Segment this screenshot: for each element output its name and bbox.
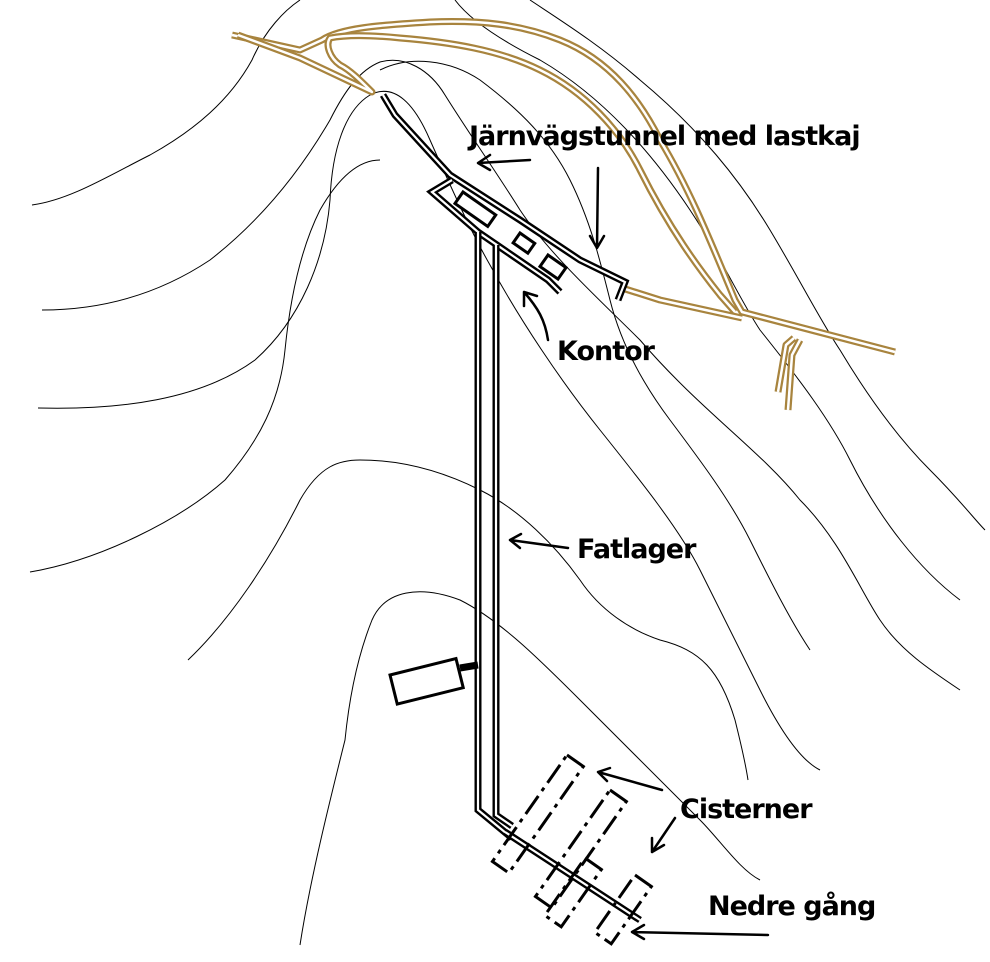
contour-line [31,0,301,206]
railway-tunnel-inner [382,94,627,301]
contour-line [379,60,811,651]
railway-branch-south-inner [776,337,795,393]
railway-branch-south-2-inner [786,339,802,411]
label-office: Kontor [557,336,656,367]
labels: Järnvägstunnel med lastkaj Kontor Fatlag… [467,121,876,922]
railway [231,18,896,411]
arrow-barrel-store [508,532,570,550]
side-passage [459,661,479,672]
tunnel-system [379,93,642,923]
tunnel-room [452,189,498,229]
arrow-loading-dock [588,166,606,250]
barrel-store-gallery-b-inner [494,245,513,827]
tunnel-room [511,230,537,256]
arrow-lower-passage [630,923,770,941]
railway-siding-inner [237,33,736,313]
arrow-cisterns-lower [650,816,677,854]
label-barrel-store: Fatlager [577,534,697,565]
label-cisterns: Cisterner [680,794,813,825]
contour-line [529,0,986,531]
arrow-cisterns-upper [596,766,664,792]
contour-line [187,459,749,781]
label-lower-passage: Nedre gång [708,890,875,922]
cistern [533,787,629,911]
cisterns-group [490,752,654,946]
railway-siding [236,31,738,315]
arrow-office [522,290,550,342]
cistern [490,752,586,876]
label-railway-tunnel: Järnvägstunnel med lastkaj [467,121,860,152]
arrow-railway-tunnel [476,153,532,172]
contour-line [29,159,381,573]
contour-line [454,0,961,601]
contour-line [299,591,761,946]
railway-spur-portal-inner [621,286,743,320]
arrows [476,153,770,941]
contour-line [41,59,961,691]
railway-main-line-inner [231,20,896,354]
cistern [592,872,654,946]
barrel-store-gallery-b [492,245,514,829]
office-room [537,252,569,282]
barrel-store-gallery-inner [476,232,513,839]
cistern [542,855,604,929]
side-room [388,656,466,706]
